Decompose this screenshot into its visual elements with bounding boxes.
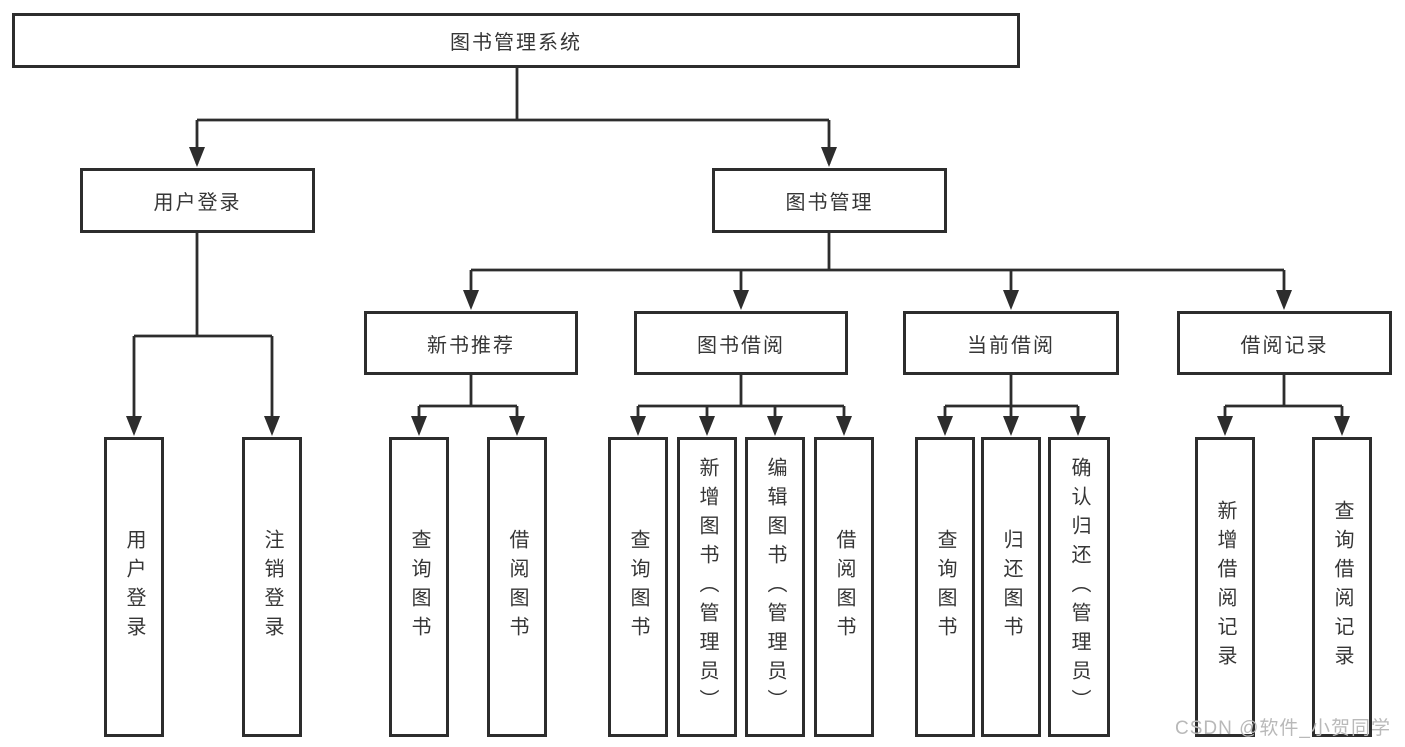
node-label: 查询图书	[934, 529, 956, 645]
leaf-current-confirm-return-admin: 确认归还（管理员）	[1048, 437, 1110, 737]
node-label: 当前借阅	[967, 334, 1055, 357]
node-label: 借阅记录	[1240, 334, 1329, 357]
node-label: 借阅图书	[833, 529, 855, 645]
node-label: 查询图书	[408, 529, 430, 645]
leaf-recommend-borrow-books: 借阅图书	[487, 437, 547, 737]
node-label: 图书管理	[785, 192, 874, 214]
csdn-watermark: CSDN @软件_小贺同学	[1175, 718, 1391, 739]
node-book-borrow: 图书借阅	[634, 311, 848, 375]
leaf-records-query-record: 查询借阅记录	[1312, 437, 1372, 737]
node-label: 图书借阅	[697, 334, 785, 357]
node-library-management-system: 图书管理系统	[12, 13, 1020, 68]
leaf-logout: 注销登录	[242, 437, 302, 737]
node-current-borrow: 当前借阅	[903, 311, 1119, 375]
node-borrow-records: 借阅记录	[1177, 311, 1392, 375]
leaf-current-query-books: 查询图书	[915, 437, 975, 737]
node-label: 查询图书	[627, 529, 649, 645]
leaf-current-return-books: 归还图书	[981, 437, 1041, 737]
node-label: 注销登录	[261, 529, 283, 645]
node-book-management: 图书管理	[712, 168, 947, 233]
node-label: 编辑图书（管理员）	[764, 456, 786, 718]
node-label: 新书推荐	[427, 334, 515, 357]
node-label: 借阅图书	[506, 529, 528, 645]
node-label: 新增借阅记录	[1214, 500, 1236, 674]
node-label: 用户登录	[153, 192, 242, 214]
node-label: 图书管理系统	[450, 32, 582, 54]
leaf-borrow-borrow-books: 借阅图书	[814, 437, 874, 737]
leaf-user-login: 用户登录	[104, 437, 164, 737]
node-user-login: 用户登录	[80, 168, 315, 233]
leaf-recommend-query-books: 查询图书	[389, 437, 449, 737]
leaf-borrow-edit-books-admin: 编辑图书（管理员）	[745, 437, 805, 737]
leaf-records-add-record: 新增借阅记录	[1195, 437, 1255, 737]
leaf-borrow-add-books-admin: 新增图书（管理员）	[677, 437, 737, 737]
node-label: 确认归还（管理员）	[1068, 456, 1090, 718]
node-label: 查询借阅记录	[1331, 500, 1353, 674]
node-new-book-recommend: 新书推荐	[364, 311, 578, 375]
node-label: 新增图书（管理员）	[696, 456, 718, 718]
leaf-borrow-query-books: 查询图书	[608, 437, 668, 737]
node-label: 用户登录	[123, 529, 145, 645]
node-label: 归还图书	[1000, 529, 1022, 645]
